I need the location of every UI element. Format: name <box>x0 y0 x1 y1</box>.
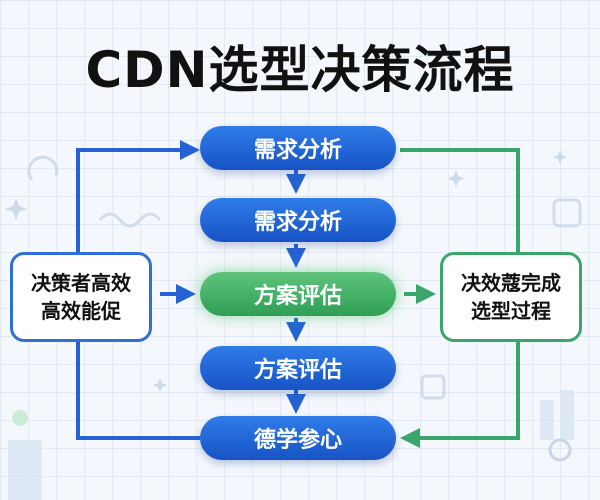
flow-node-2: 需求分析 <box>200 198 396 242</box>
flow-node-5: 德学参心 <box>200 416 396 460</box>
flow-node-label: 需求分析 <box>253 210 342 235</box>
right-box-line2: 选型过程 <box>471 299 551 323</box>
left-box-line1: 决策者高效 <box>31 271 131 295</box>
flow-node-3: 方案评估 <box>200 272 396 316</box>
flow-node-1: 需求分析 <box>200 126 396 170</box>
left-box: 决策者高效 高效能促 <box>10 252 152 342</box>
flow-node-label: 需求分析 <box>253 138 342 163</box>
left-box-line2: 高效能促 <box>41 299 121 323</box>
flow-node-label: 德学参心 <box>253 428 342 453</box>
right-box-line1: 决效蔻完成 <box>461 271 561 295</box>
flow-node-label: 方案评估 <box>253 284 342 309</box>
flow-node-label: 方案评估 <box>253 358 342 383</box>
right-box: 决效蔻完成 选型过程 <box>440 252 582 342</box>
flow-node-4: 方案评估 <box>200 346 396 390</box>
diagram-title: CDN选型决策流程 <box>85 41 515 99</box>
